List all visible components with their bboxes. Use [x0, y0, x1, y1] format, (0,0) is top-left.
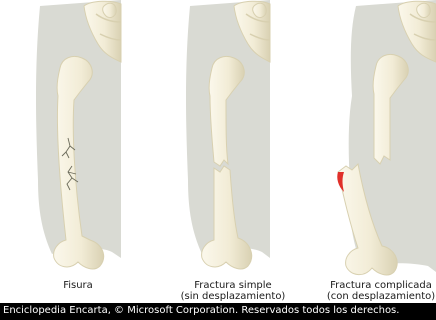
panel-fractura-simple	[186, 0, 270, 269]
caption-fisura: Fisura	[38, 280, 118, 291]
panel-fisura	[36, 0, 121, 269]
caption-line-2: (sin desplazamiento)	[170, 291, 296, 302]
panel-fractura-complicada	[337, 0, 436, 275]
caption-line-1: Fisura	[38, 280, 118, 291]
caption-fractura-simple: Fractura simple (sin desplazamiento)	[170, 280, 296, 302]
caption-line-2: (con desplazamiento)	[326, 291, 436, 302]
caption-line-1: Fractura simple	[170, 280, 296, 291]
caption-fractura-complicada: Fractura complicada (con desplazamiento)	[326, 280, 436, 302]
credit-bar: Enciclopedia Encarta, © Microsoft Corpor…	[0, 303, 436, 320]
caption-line-1: Fractura complicada	[326, 280, 436, 291]
credit-text: Enciclopedia Encarta, © Microsoft Corpor…	[3, 305, 399, 317]
